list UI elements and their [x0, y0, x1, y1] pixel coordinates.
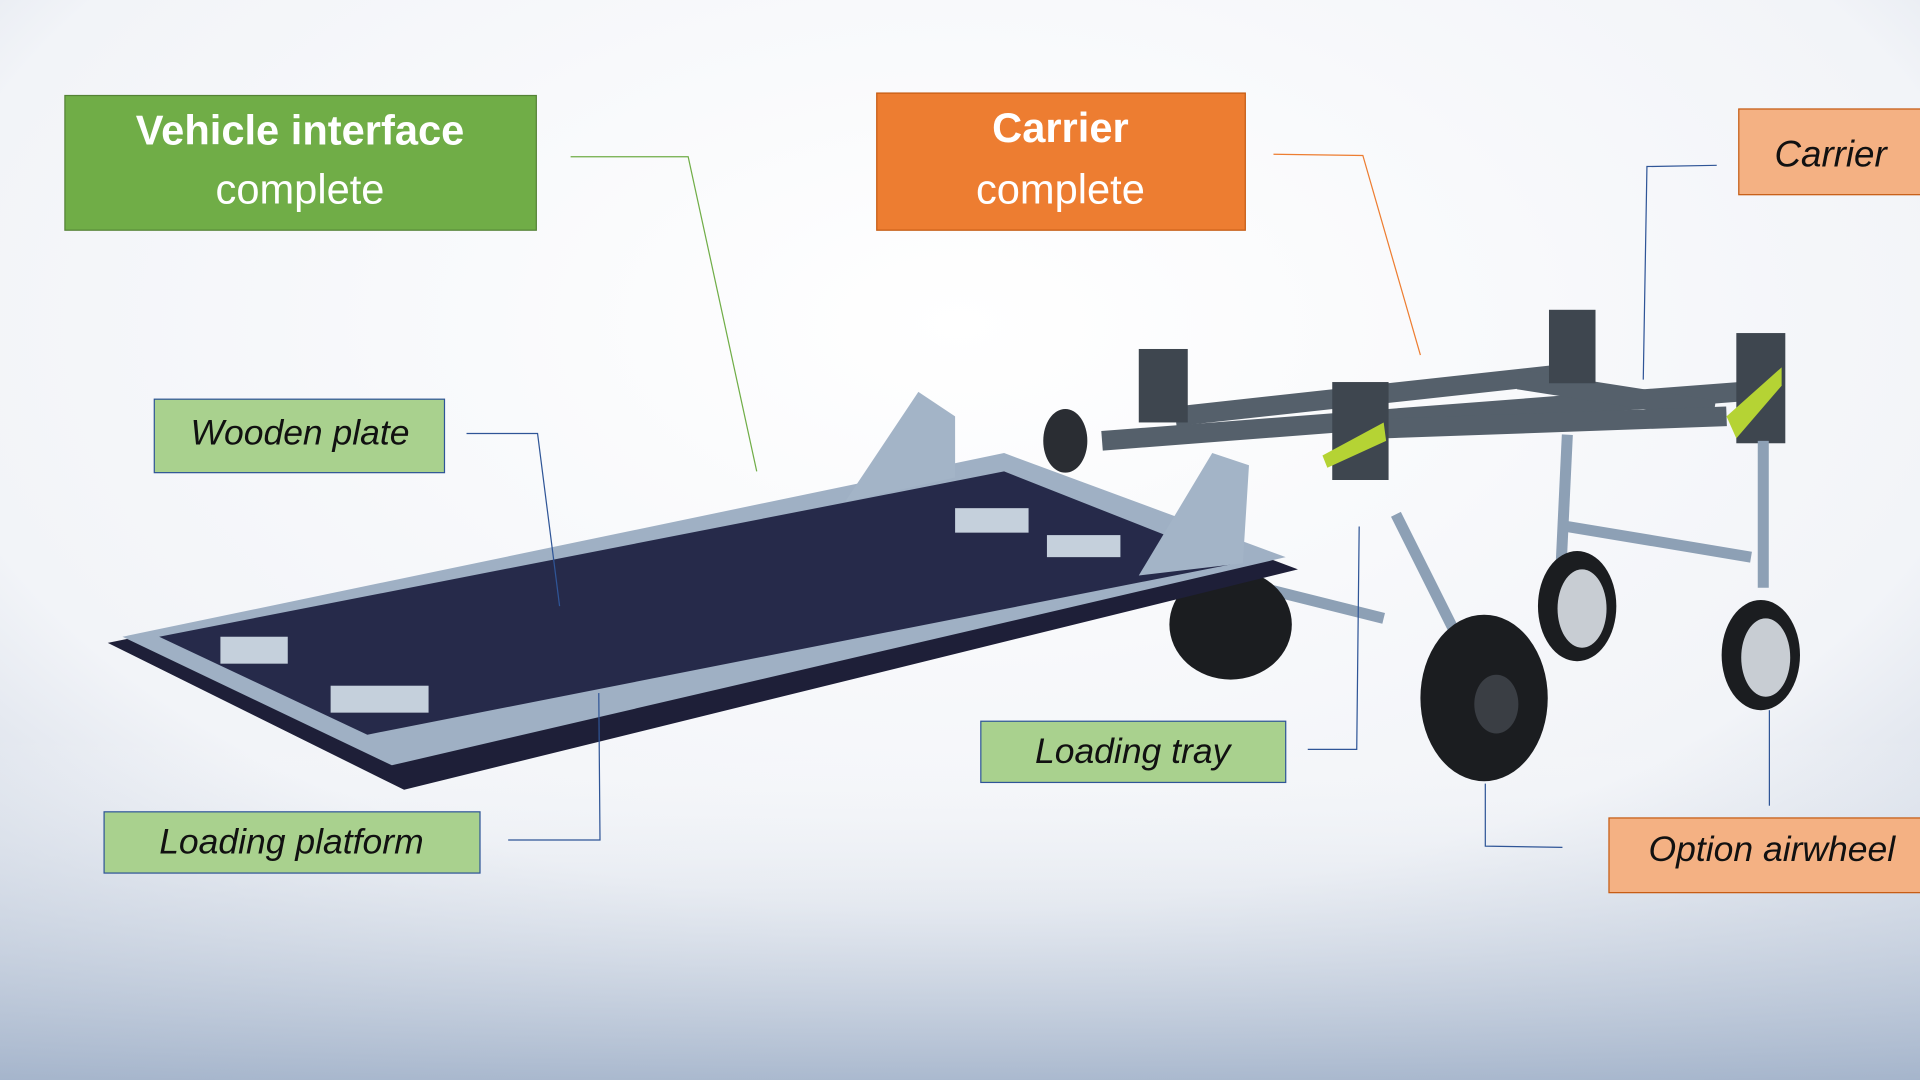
- label-subtitle: complete: [976, 165, 1145, 212]
- label-text: Option airwheel: [1649, 829, 1897, 869]
- leader-vehicle-interface: [570, 156, 758, 472]
- leader-loading-tray: [1307, 526, 1360, 750]
- leader-loading-platform: [508, 693, 601, 841]
- mounts: [220, 508, 1121, 713]
- label-option-airwheel: Option airwheel: [1608, 817, 1920, 894]
- floor-shadow: [0, 734, 1920, 1080]
- leader-airwheel-1: [1484, 783, 1563, 848]
- label-text: Carrier: [1775, 134, 1889, 175]
- label-wooden-plate: Wooden plate: [153, 398, 446, 474]
- label-carrier-complete: Carrier complete: [876, 92, 1246, 231]
- label-loading-tray: Loading tray: [980, 720, 1287, 784]
- label-title: Carrier: [992, 104, 1129, 151]
- tray-bracket: [1138, 453, 1249, 576]
- label-text: Wooden plate: [190, 412, 409, 452]
- label-text: Loading platform: [159, 821, 423, 861]
- wheels: [1169, 551, 1800, 782]
- label-carrier: Carrier: [1738, 108, 1920, 196]
- leader-carrier: [1642, 164, 1717, 380]
- roller: [1043, 408, 1088, 473]
- yellow-marking: [1322, 422, 1387, 468]
- leader-lines: [466, 153, 1770, 848]
- cart-illustration: [107, 309, 1800, 790]
- leader-carrier-complete: [1273, 153, 1421, 356]
- label-title: Vehicle interface: [136, 106, 465, 153]
- leader-wooden-plate: [466, 432, 561, 607]
- label-text: Loading tray: [1035, 731, 1233, 771]
- legs: [1259, 434, 1769, 640]
- label-loading-platform: Loading platform: [103, 811, 481, 874]
- yellow-marking: [1726, 367, 1782, 439]
- label-subtitle: complete: [216, 165, 385, 212]
- tray-bracket: [844, 391, 956, 503]
- wooden-plate-surface: [159, 471, 1237, 735]
- label-vehicle-interface: Vehicle interface complete: [64, 94, 537, 231]
